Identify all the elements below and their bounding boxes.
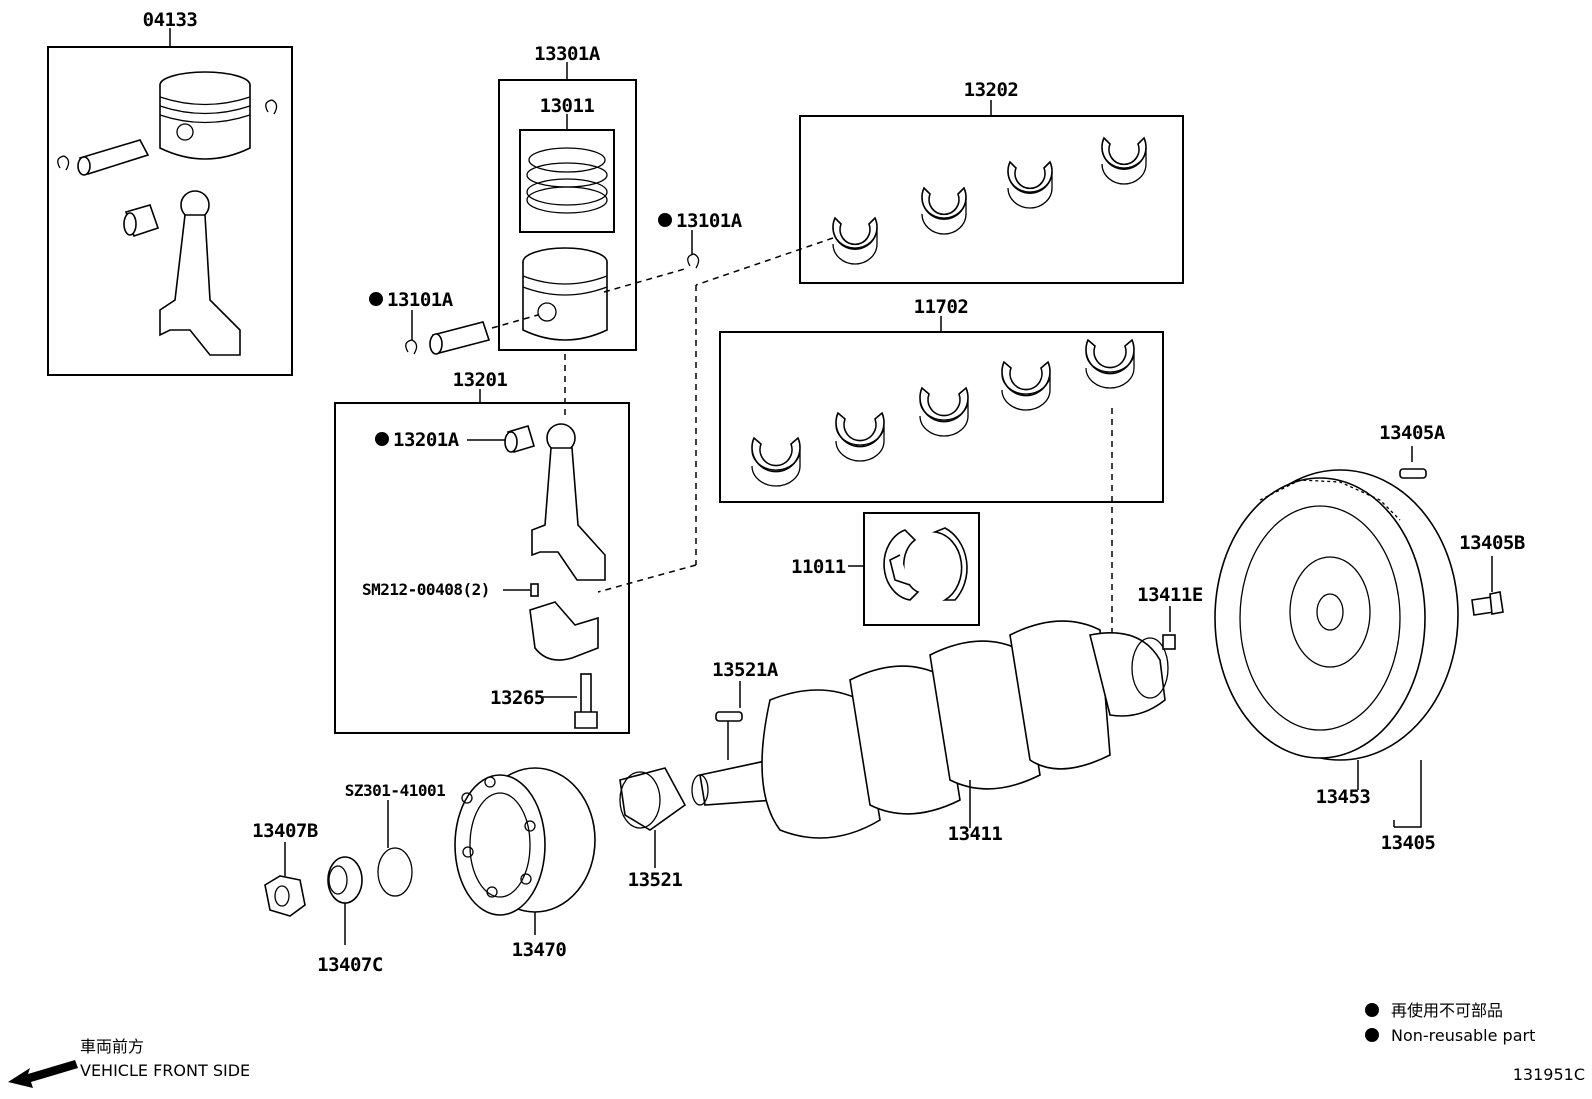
rod-cap-13201: [529, 601, 599, 661]
non-reusable-marker: [369, 292, 383, 306]
snap-ring-04133-left: [57, 155, 70, 171]
bearing-11702-5: [1085, 338, 1135, 389]
piston-pin-04133: [77, 139, 150, 176]
label-13470: 13470: [512, 939, 567, 961]
connecting-rod-13201: [531, 423, 606, 581]
label-13201: 13201: [453, 369, 508, 391]
legend-bullet-en: [1365, 1028, 1379, 1042]
piston-13301A: [522, 247, 608, 341]
bearing-11702-4: [1001, 360, 1051, 411]
label-13265: 13265: [490, 687, 545, 709]
group-04133: [47, 28, 293, 376]
thrust-washer-2: [931, 527, 968, 601]
bolt-13405B: [1471, 591, 1504, 616]
washer-13407C: [327, 856, 363, 904]
bearing-13202-2: [921, 186, 967, 235]
group-11702: [719, 316, 1164, 503]
label-SZ301-41001: SZ301-41001: [345, 781, 445, 800]
label-11702: 11702: [914, 296, 969, 318]
label-13301A: 13301A: [534, 43, 601, 65]
label-13011: 13011: [540, 95, 595, 117]
group-13301A: [498, 62, 637, 351]
front-arrow-icon: [8, 1060, 78, 1088]
crankshaft-13411: [691, 620, 1169, 839]
piston-pin: [429, 321, 491, 355]
pin-13411E: [1162, 634, 1176, 650]
legend-bullet-jp: [1365, 1003, 1379, 1017]
label-13407B: 13407B: [252, 820, 318, 842]
label-13201A: 13201A: [393, 429, 460, 451]
vehicle-front-indicator: 車両前方 VEHICLE FRONT SIDE: [8, 1037, 250, 1088]
key-13521A: [715, 711, 743, 722]
o-ring-SZ301: [377, 847, 413, 897]
label-13405: 13405: [1381, 832, 1436, 854]
snap-ring-left: [405, 339, 418, 355]
bolt-13265: [574, 673, 598, 729]
bearing-13202-3: [1007, 160, 1053, 209]
bearing-13202-4: [1101, 136, 1147, 185]
box-11011: [863, 512, 980, 626]
non-reusable-marker: [658, 213, 672, 227]
piston-04133: [159, 71, 251, 160]
pin-SM212: [530, 583, 539, 597]
label-13101A-left: 13101A: [387, 289, 454, 311]
crank-gear-13521: [619, 767, 687, 831]
nut-13407B: [264, 875, 306, 917]
label-13453: 13453: [1316, 786, 1371, 808]
label-SM212-00408: SM212-00408(2): [362, 580, 490, 599]
group-11011: [848, 512, 980, 626]
label-13411: 13411: [948, 823, 1003, 845]
label-13101A-right: 13101A: [676, 210, 743, 232]
direction-label-en: VEHICLE FRONT SIDE: [80, 1061, 250, 1080]
box-13202: [799, 115, 1184, 284]
box-13011: [519, 129, 615, 233]
flywheel-13405: [1214, 469, 1459, 761]
non-reusable-marker: [375, 432, 389, 446]
bushing-13201A: [504, 425, 535, 453]
label-13405B: 13405B: [1459, 532, 1525, 554]
snap-ring-04133-right: [265, 99, 278, 115]
legend-jp: 再使用不可部品: [1391, 1001, 1503, 1020]
bearing-11702-3: [919, 386, 969, 437]
direction-label-jp: 車両前方: [80, 1037, 144, 1056]
label-13411E: 13411E: [1137, 584, 1203, 606]
pulley-13470: [454, 767, 596, 916]
legend-en: Non-reusable part: [1391, 1026, 1535, 1045]
snap-ring-right: [687, 253, 700, 269]
label-13202: 13202: [964, 79, 1019, 101]
label-11011: 11011: [791, 556, 846, 578]
label-13521A: 13521A: [712, 659, 779, 681]
connecting-rod-04133: [159, 190, 241, 356]
group-13201: [334, 354, 630, 734]
label-13405A: 13405A: [1379, 422, 1446, 444]
pin-13405A: [1399, 468, 1427, 479]
label-13521: 13521: [628, 869, 683, 891]
bushing-04133: [123, 204, 160, 238]
group-13202: [799, 100, 1184, 284]
figure-id: 131951C: [1513, 1065, 1585, 1084]
label-04133: 04133: [143, 9, 198, 31]
piston-rings-13011: [526, 147, 608, 214]
bearing-11702-1: [751, 436, 801, 487]
legend: 再使用不可部品 Non-reusable part: [1365, 1001, 1535, 1045]
label-13407C: 13407C: [317, 954, 383, 976]
bearing-13202-1: [832, 216, 878, 265]
bearing-11702-2: [835, 411, 885, 462]
box-13201: [334, 402, 630, 734]
